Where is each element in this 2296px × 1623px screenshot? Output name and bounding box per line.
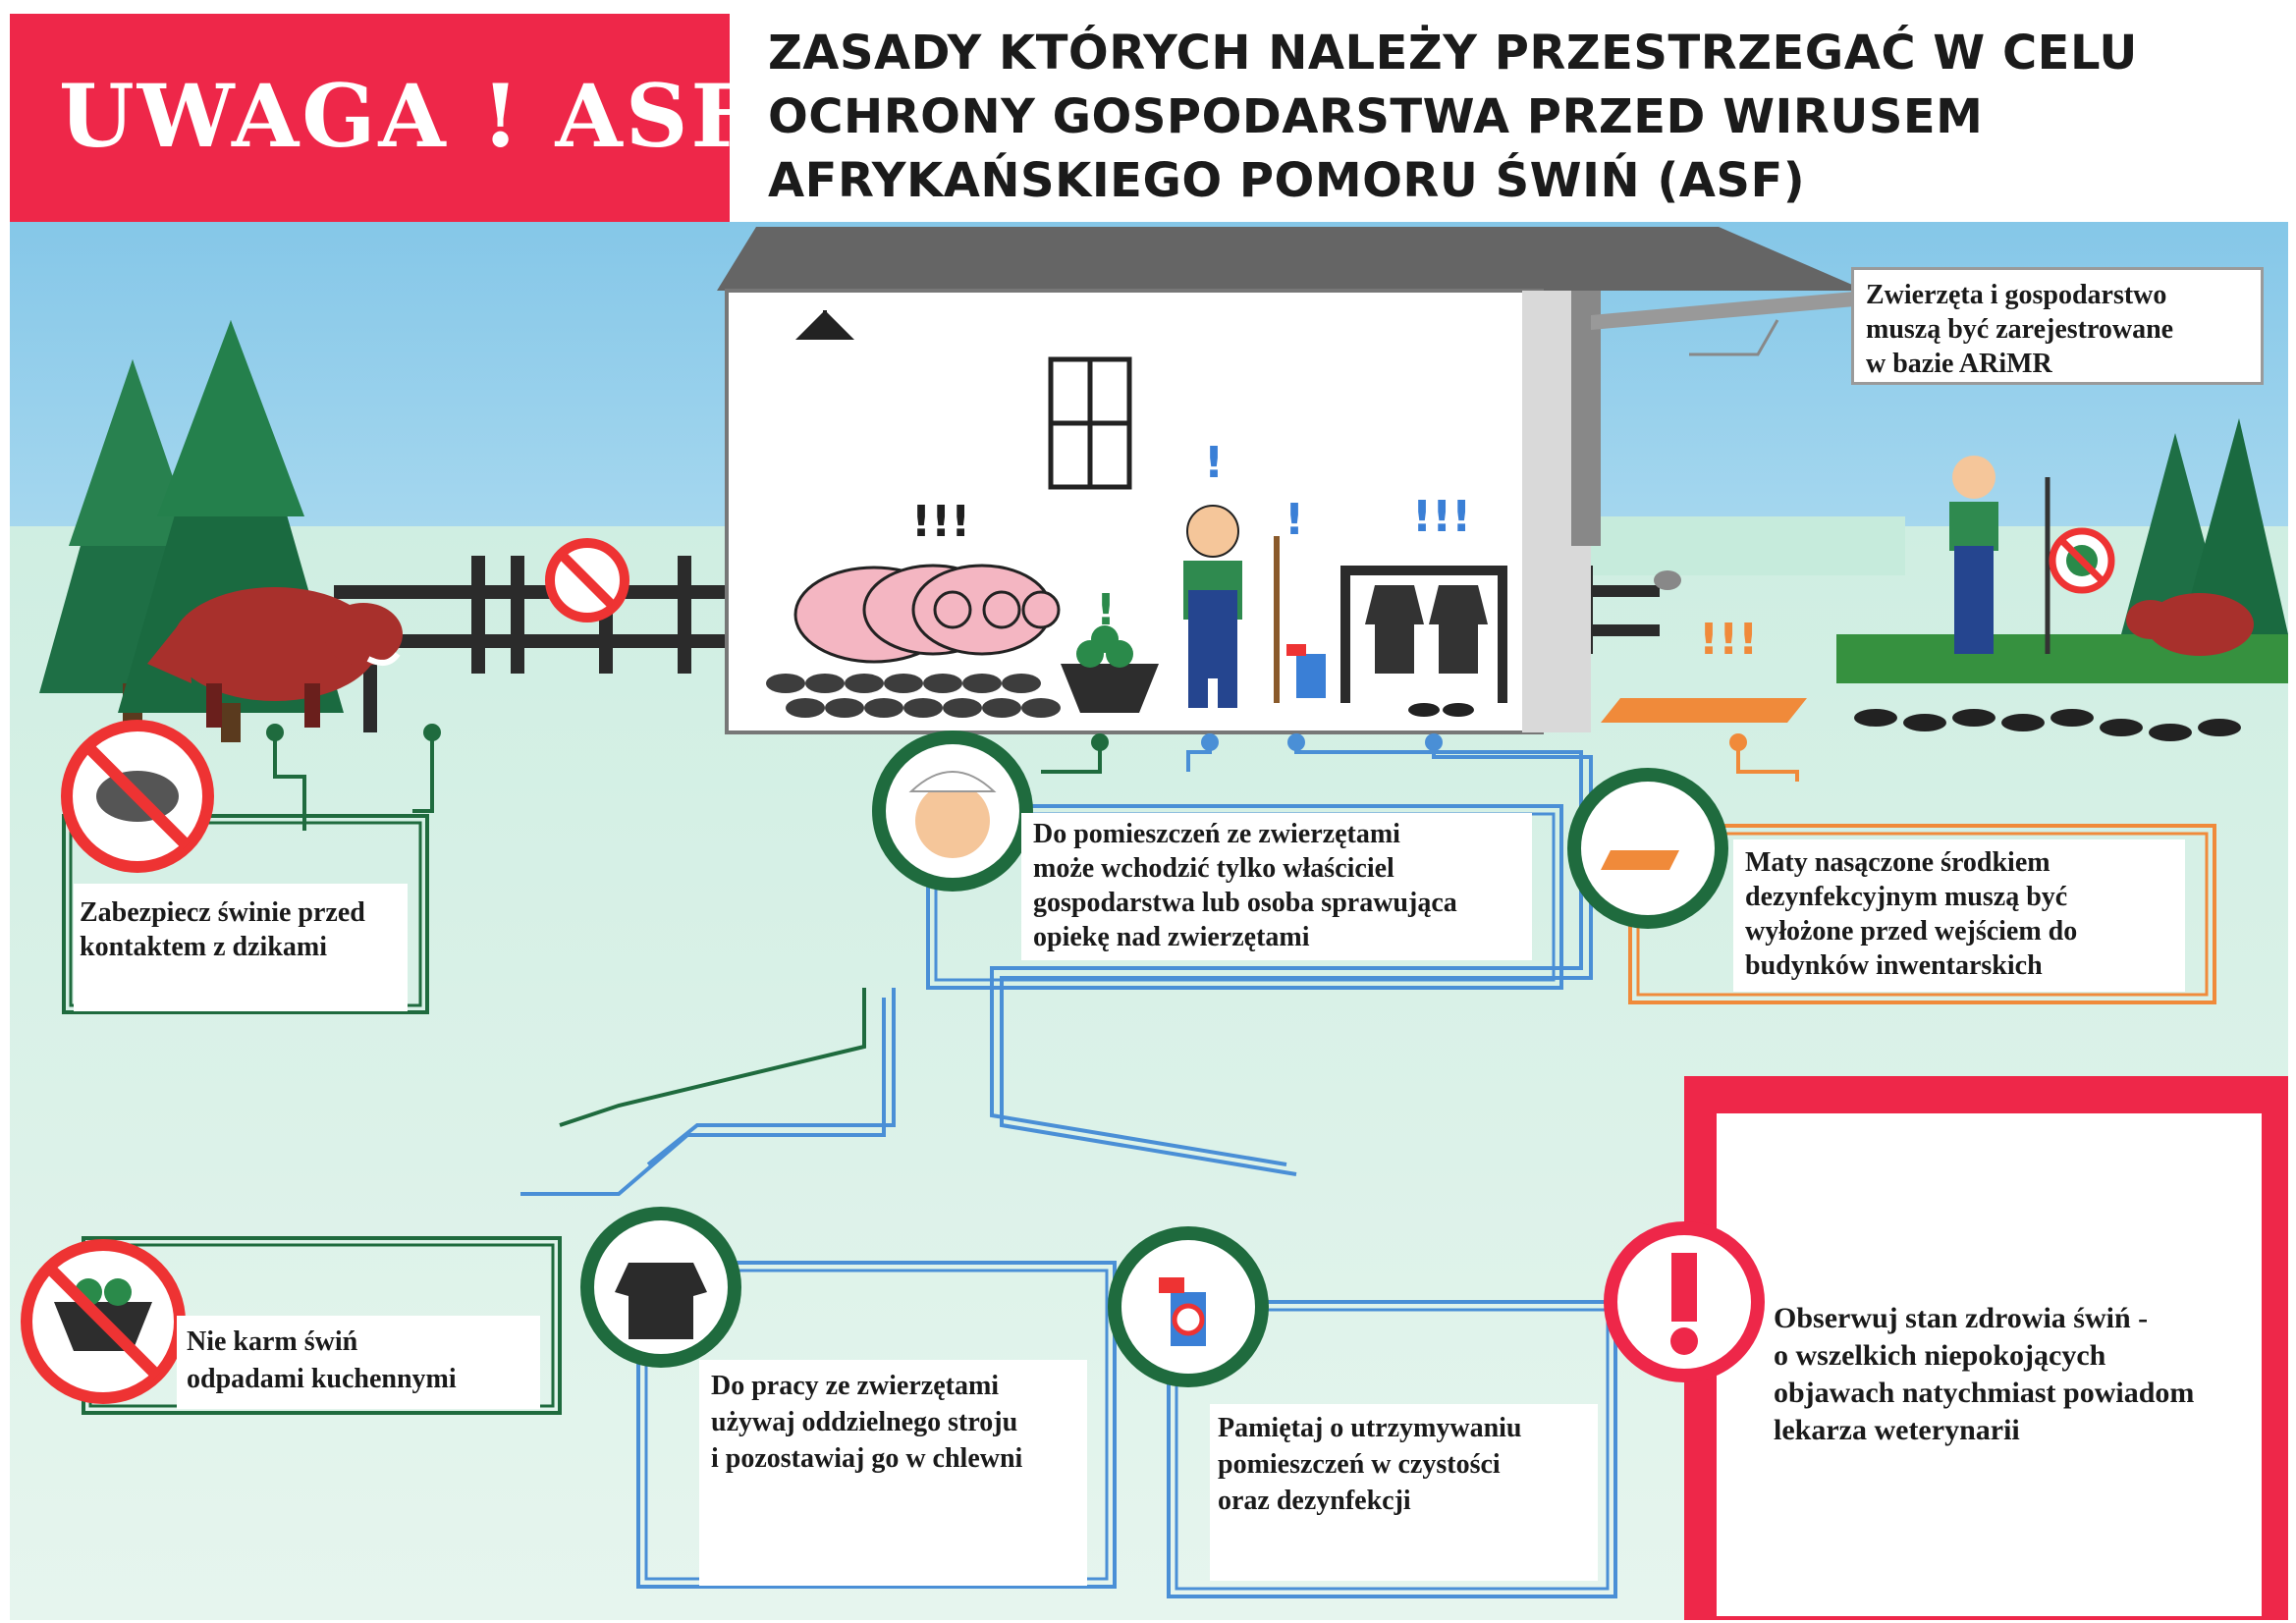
no-food-waste-icon — [21, 1239, 186, 1404]
callout-wild-boar: Zabezpiecz świnie przed kontaktem z dzik… — [74, 884, 408, 1011]
poster-title: ZASADY KTÓRYCH NALEŻY PRZESTRZEGAĆ W CEL… — [768, 26, 2138, 208]
alert-icon — [1604, 1221, 1765, 1382]
spray-bottle-icon — [1286, 644, 1326, 698]
callout-text: Pamiętaj o utrzymywaniu pomieszczeń w cz… — [1218, 1413, 1522, 1516]
callout-mats: Maty nasączone środkiem dezynfekcyjnym m… — [1733, 839, 2185, 992]
lamp-icon — [795, 310, 854, 340]
mat-icon — [1567, 768, 1728, 929]
farmer-face-icon — [872, 730, 1033, 892]
fence — [334, 556, 1660, 732]
callout-text: Zwierzęta i gospodarstwo muszą być zarej… — [1866, 280, 2174, 379]
pigs-icon — [793, 564, 1061, 664]
clothes-rack — [1340, 566, 1507, 717]
wild-boar-icon — [147, 587, 403, 728]
callout-text: Nie karm świń odpadami kuchennymi — [187, 1326, 457, 1394]
callout-health: Obserwuj stan zdrowia świń - o wszelkich… — [1768, 1296, 2259, 1463]
exclamation-text: ! — [1285, 495, 1304, 545]
farmer-right-icon — [1949, 456, 2050, 654]
exclamation-text: !!! — [1412, 492, 1471, 542]
callout-text: Zabezpiecz świnie przed kontaktem z dzik… — [80, 897, 365, 962]
exclamation-text: ! — [1204, 438, 1224, 488]
no-spray-icon — [1108, 1226, 1269, 1387]
callout-registration: Zwierzęta i gospodarstwo muszą być zarej… — [1851, 267, 2264, 385]
shirt-icon — [580, 1207, 741, 1368]
callout-text: Do pracy ze zwierzętami używaj oddzielne… — [711, 1371, 1023, 1474]
frame-access — [926, 804, 1563, 990]
frame-cleanliness — [1167, 1300, 1617, 1598]
callout-kitchen-waste: Nie karm świń odpadami kuchennymi — [177, 1316, 540, 1409]
callout-text: Do pomieszczeń ze zwierzętami może wchod… — [1033, 819, 1457, 952]
exclamation-marks: !!! !!! !!! ! ! ! — [911, 438, 1758, 665]
wild-boar-right-icon — [2126, 593, 2254, 656]
right-trees — [2121, 418, 2288, 634]
no-pig-icon — [61, 720, 214, 873]
exclamation-text: !!! — [1699, 615, 1758, 665]
window — [1048, 356, 1132, 490]
warning-banner: UWAGA ! ASF — [10, 14, 752, 222]
exclamation-text: !!! — [911, 497, 970, 547]
no-entry-icon — [545, 538, 629, 622]
callout-text: Maty nasączone środkiem dezynfekcyjnym m… — [1745, 847, 2078, 981]
no-virus-icon — [2049, 527, 2115, 594]
farmer-icon — [1183, 505, 1280, 708]
frame-wild-boar — [62, 814, 429, 1014]
banner-label: UWAGA ! ASF — [59, 65, 755, 167]
farm-scene: !!! !!! !!! ! ! ! — [10, 222, 2288, 1620]
bird-icon — [1654, 570, 1681, 590]
stones-right — [1854, 709, 2241, 741]
frame-clothing — [636, 1261, 1117, 1589]
callout-clothing: Do pracy ze zwierzętami używaj oddzielne… — [699, 1360, 1087, 1586]
disinfection-mat — [1601, 698, 1807, 723]
callout-cleanliness: Pamiętaj o utrzymywaniu pomieszczeń w cz… — [1210, 1404, 1598, 1581]
callout-access: Do pomieszczeń ze zwierzętami może wchod… — [1021, 813, 1532, 960]
feed-bowl-icon — [1061, 625, 1159, 713]
callout-text: Obserwuj stan zdrowia świń - o wszelkich… — [1774, 1302, 2195, 1446]
exclamation-text: ! — [1096, 585, 1116, 635]
stones — [766, 674, 1061, 718]
